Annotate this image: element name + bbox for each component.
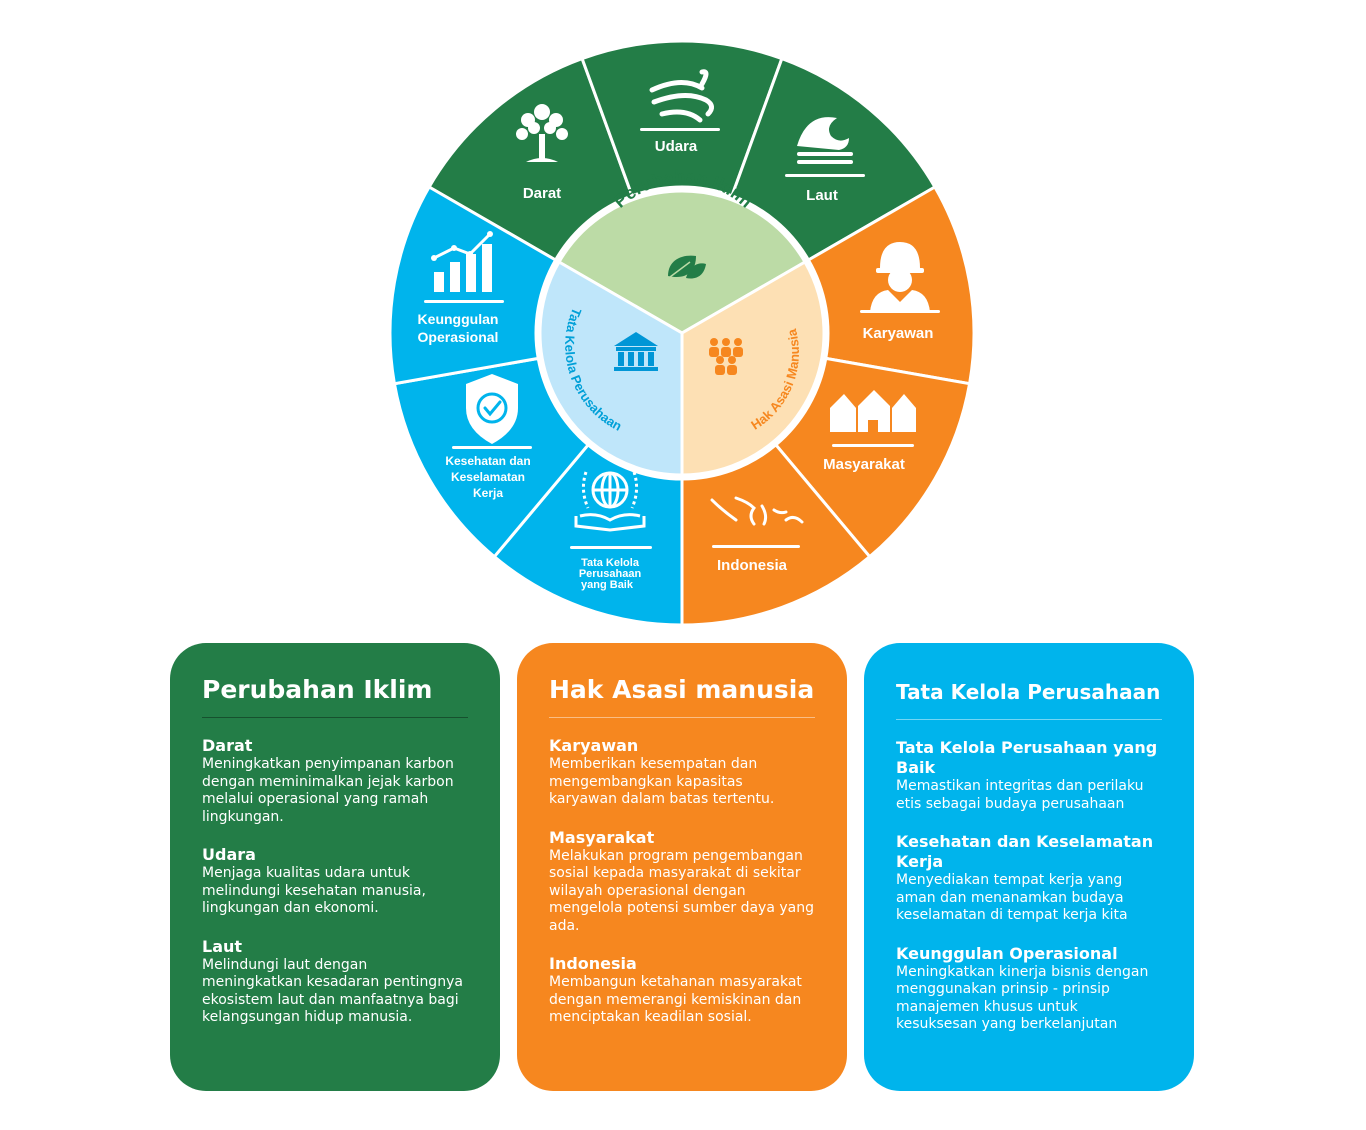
card-item-k3: Kesehatan dan Keselamatan Kerja Menyedia… bbox=[896, 832, 1162, 925]
globe-book-icon bbox=[574, 471, 646, 532]
segment-label-indonesia: Indonesia bbox=[717, 557, 788, 574]
card-title: Hak Asasi manusia bbox=[549, 675, 815, 704]
center-sector-tata-kelola bbox=[538, 259, 684, 477]
item-title: Udara bbox=[202, 845, 256, 864]
card-hak-asasi-manusia: Hak Asasi manusia Karyawan Memberikan ke… bbox=[517, 643, 847, 1091]
item-title: Kesehatan dan Keselamatan Kerja bbox=[896, 832, 1154, 871]
divider bbox=[549, 717, 815, 718]
wind-icon bbox=[649, 69, 714, 123]
segment-label-udara: Udara bbox=[655, 138, 698, 155]
card-item-laut: Laut Melindungi laut dengan meningkatkan… bbox=[202, 937, 468, 1027]
segment-label-karyawan: Karyawan bbox=[863, 325, 934, 342]
card-title: Perubahan Iklim bbox=[202, 675, 433, 704]
k3-underline bbox=[452, 446, 532, 449]
card-item-darat: Darat Meningkatkan penyimpanan karbon de… bbox=[202, 736, 468, 826]
tree-icon bbox=[516, 104, 568, 162]
item-text: Membangun ketahanan masyarakat dengan me… bbox=[549, 974, 802, 1025]
growth-chart-icon bbox=[431, 231, 493, 292]
item-title: Masyarakat bbox=[549, 827, 655, 847]
people-icon bbox=[709, 338, 743, 375]
card-title: Tata Kelola Perusahaan bbox=[896, 680, 1161, 704]
card-item-tkpb: Tata Kelola Perusahaan yang Baik Memasti… bbox=[896, 738, 1162, 813]
divider bbox=[202, 717, 468, 718]
segment-label-tkpb-2: Perusahaan bbox=[579, 568, 642, 580]
laut-underline bbox=[785, 174, 865, 177]
item-title: Tata Kelola Perusahaan yang Baik bbox=[896, 738, 1158, 777]
segment-label-laut: Laut bbox=[806, 187, 838, 204]
segment-label-darat: Darat bbox=[523, 185, 561, 202]
tkpb-underline bbox=[570, 546, 652, 549]
udara-underline bbox=[640, 128, 720, 131]
card-perubahan-iklim: Perubahan Iklim Darat Meningkatkan penyi… bbox=[170, 643, 500, 1091]
worker-icon bbox=[870, 242, 930, 312]
item-text: Melindungi laut dengan meningkatkan kesa… bbox=[202, 956, 463, 1026]
wave-icon bbox=[797, 117, 853, 164]
item-text: Memberikan kesempatan dan mengembangkan … bbox=[549, 756, 775, 807]
item-text: Meningkatkan penyimpanan karbon dengan m… bbox=[202, 756, 454, 825]
masyarakat-underline bbox=[832, 444, 914, 447]
segment-label-keunggulan-1: Keunggulan bbox=[418, 311, 499, 327]
item-title: Indonesia bbox=[549, 954, 637, 973]
item-title: Keunggulan Operasional bbox=[896, 943, 1118, 963]
item-title: Karyawan bbox=[549, 736, 639, 755]
item-text: Menyediakan tempat kerja yang aman dan m… bbox=[896, 872, 1128, 923]
karyawan-underline bbox=[860, 310, 940, 313]
item-text: Memastikan integritas dan perilaku etis … bbox=[896, 778, 1144, 812]
card-item-karyawan: Karyawan Memberikan kesempatan dan menge… bbox=[549, 736, 815, 809]
item-text: Menjaga kualitas udara untuk melindungi … bbox=[202, 865, 426, 916]
card-item-keunggulan: Keunggulan Operasional Meningkatkan kine… bbox=[896, 944, 1162, 1034]
segment-label-keunggulan-2: Operasional bbox=[418, 329, 499, 345]
segment-label-k3-1: Kesehatan dan bbox=[445, 454, 530, 468]
segment-label-k3-2: Keselamatan bbox=[451, 470, 525, 484]
item-title: Laut bbox=[202, 936, 243, 956]
card-item-udara: Udara Menjaga kualitas udara untuk melin… bbox=[202, 845, 468, 918]
pillar-wheel-diagram: Perubahan Iklim Hak Asasi Manusia Tata K… bbox=[388, 39, 976, 627]
item-title: Darat bbox=[202, 736, 253, 755]
keunggulan-underline bbox=[424, 300, 504, 303]
card-item-masyarakat: Masyarakat Melakukan program pengembanga… bbox=[549, 828, 815, 936]
indonesia-underline bbox=[712, 545, 800, 548]
houses-icon bbox=[830, 390, 916, 432]
segment-label-masyarakat: Masyarakat bbox=[823, 456, 905, 473]
shield-check-icon bbox=[466, 374, 518, 444]
item-text: Melakukan program pengembangan sosial ke… bbox=[549, 847, 814, 934]
center-sector-hak-asasi bbox=[680, 259, 826, 477]
leaf-icon bbox=[665, 255, 706, 281]
divider bbox=[896, 719, 1162, 720]
segment-label-k3-3: Kerja bbox=[473, 486, 503, 500]
segment-label-tkpb-3: yang Baik bbox=[581, 579, 634, 591]
card-item-indonesia: Indonesia Membangun ketahanan masyarakat… bbox=[549, 954, 815, 1027]
building-icon bbox=[614, 332, 658, 371]
item-text: Meningkatkan kinerja bisnis dengan mengg… bbox=[896, 963, 1149, 1033]
segment-label-tkpb-1: Tata Kelola bbox=[581, 557, 640, 569]
card-tata-kelola-perusahaan: Tata Kelola Perusahaan Tata Kelola Perus… bbox=[864, 643, 1194, 1091]
indonesia-map-icon bbox=[710, 496, 804, 526]
